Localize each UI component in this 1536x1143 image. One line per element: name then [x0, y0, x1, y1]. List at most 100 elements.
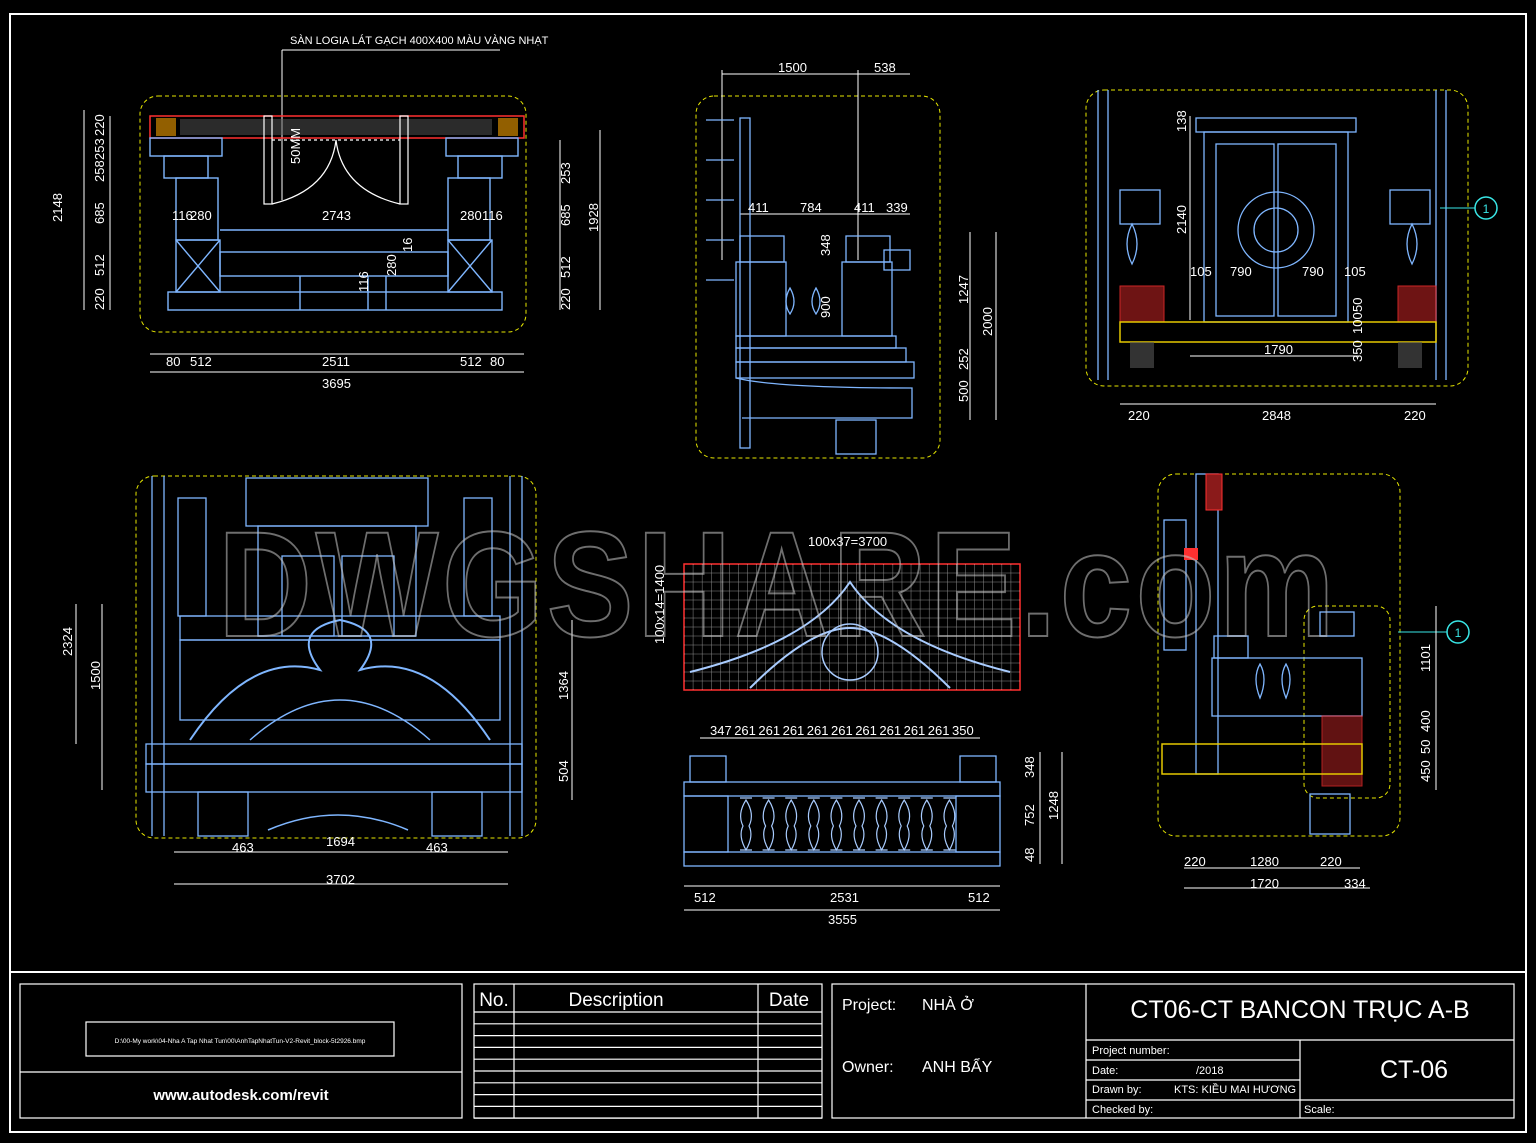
dim-top-538: 538 [874, 60, 896, 75]
dim-top-row: 261 [904, 723, 926, 738]
dim-inner-900: 900 [818, 296, 833, 318]
dim-left-2: 253 [92, 138, 107, 160]
view-7-side-section: 1 1101 400 50 450 220 1280 220 1720 334 [1157, 473, 1470, 891]
baluster [762, 797, 775, 852]
dim-right-400: 400 [1418, 710, 1433, 732]
dim-right-2000: 2000 [980, 307, 995, 336]
owner-label: Owner: [842, 1059, 894, 1076]
dim-bottom-512: 512 [694, 890, 716, 905]
dim-top-row: 261 [879, 723, 901, 738]
view-4-balcony-front-elevation: 2324 1500 1364 504 463 1694 463 3702 [60, 475, 573, 887]
dim-right-4: 220 [558, 288, 573, 310]
dim-bottom-2: 512 [190, 354, 212, 369]
dim-bottom-total: 3695 [322, 376, 351, 391]
dim-right-2: 685 [558, 204, 573, 226]
baluster [740, 797, 752, 852]
dim-top-row: 347 [710, 723, 732, 738]
section-marker-1: 1 [1483, 202, 1490, 216]
drawn-by-value: KTS: KIỀU MAI HƯƠNG [1174, 1083, 1296, 1096]
dim-mid-339: 339 [886, 200, 908, 215]
dim-right-348: 348 [1022, 756, 1037, 778]
dim-bottom-220-b: 220 [1404, 408, 1426, 423]
dim-top-row: 261 [807, 723, 829, 738]
section-marker-1-b: 1 [1455, 626, 1462, 640]
dim-top-row: 261 [734, 723, 756, 738]
dim-inner-280-b: 280 [460, 208, 482, 223]
dim-right-total: 1928 [586, 203, 601, 232]
dim-top-row: 261 [758, 723, 780, 738]
dim-top-row: 261 [855, 723, 877, 738]
dim-left-5: 685 [92, 202, 107, 224]
dim-top-row: 261 [783, 723, 805, 738]
baluster [830, 797, 843, 852]
grid-width-label: 100x37=3700 [808, 534, 887, 549]
dim-1790: 1790 [1264, 342, 1293, 357]
dim-top-row: 350 [952, 723, 974, 738]
dim-mid-784: 784 [800, 200, 822, 215]
dim-right-50: 50 [1418, 740, 1433, 754]
dim-bottom-220-b: 220 [1320, 854, 1342, 869]
baluster [875, 797, 888, 852]
dim-790-b: 790 [1302, 264, 1324, 279]
dim-left-3: 258 [92, 160, 107, 182]
file-path-label: D:\00-My work\04-Nha A Tap Nhat Tun\00\A… [115, 1038, 366, 1045]
dim-bottom-334: 334 [1344, 876, 1366, 891]
dim-790: 790 [1230, 264, 1252, 279]
dim-right-252: 252 [956, 348, 971, 370]
dim-bottom-3702: 3702 [326, 872, 355, 887]
dim-inner-116-c: 116 [356, 271, 371, 292]
sheet-border [9, 13, 1527, 1133]
baluster [853, 797, 865, 852]
dim-bottom-1720: 1720 [1250, 876, 1279, 891]
dim-top-row: 261 [928, 723, 950, 738]
scale-label: Scale: [1304, 1104, 1335, 1116]
rev-header-no: No. [479, 990, 509, 1011]
dim-bottom-220: 220 [1184, 854, 1206, 869]
dim-left-total: 2148 [50, 193, 65, 222]
dim-bottom-5: 80 [490, 354, 504, 369]
dim-right-500: 500 [956, 380, 971, 402]
dim-100: 100 [1350, 312, 1365, 334]
view-1-balcony-plan: SÀN LOGIA LÁT GẠCH 400X400 MÀU VÀNG NHẠT [50, 34, 601, 391]
dim-right-3: 512 [558, 256, 573, 278]
dim-top-1500: 1500 [778, 60, 807, 75]
dim-inner-2743: 2743 [322, 208, 351, 223]
dim-bottom-220: 220 [1128, 408, 1150, 423]
dim-bottom-3555: 3555 [828, 912, 857, 927]
rev-header-date: Date [769, 990, 809, 1011]
dim-bottom-1694: 1694 [326, 834, 355, 849]
dim-bottom-463-b: 463 [426, 840, 448, 855]
dim-mid-411: 411 [748, 200, 769, 215]
dim-right-1248: 1248 [1046, 791, 1061, 820]
dim-right-752: 752 [1022, 804, 1037, 826]
dim-inner-116: 116 [172, 208, 193, 223]
dim-inner-280: 280 [190, 208, 212, 223]
checked-by-label: Checked by: [1092, 1104, 1153, 1116]
dim-50: 50 [1350, 298, 1365, 312]
dim-right-1364: 1364 [556, 671, 571, 700]
autodesk-website-link[interactable]: www.autodesk.com/revit [152, 1087, 328, 1104]
drawn-by-label: Drawn by: [1092, 1084, 1142, 1096]
dim-top-row: 261 [831, 723, 853, 738]
dim-inner-116-b: 116 [482, 208, 503, 223]
dim-138: 138 [1174, 110, 1189, 132]
dim-right-450: 450 [1418, 760, 1433, 782]
dim-2140: 2140 [1174, 205, 1189, 234]
dim-right-48: 48 [1022, 848, 1037, 862]
dim-left-7: 220 [92, 288, 107, 310]
view-3-door-elevation: 1 138 2140 105 790 790 105 1790 350 100 … [1085, 89, 1498, 423]
dim-left-2324: 2324 [60, 627, 75, 656]
date-value: /2018 [1196, 1065, 1224, 1077]
dim-bottom-463: 463 [232, 840, 254, 855]
owner-value: ANH BẨY [922, 1057, 993, 1076]
view-2-balustrade-section: 1500 538 411 784 411 339 348 900 1247 20… [695, 60, 997, 459]
project-label: Project: [842, 997, 896, 1014]
baluster [943, 797, 956, 852]
date-label: Date: [1092, 1065, 1118, 1077]
dim-inner-16: 16 [400, 238, 415, 252]
dim-bottom-512-b: 512 [968, 890, 990, 905]
dim-bottom-3: 2511 [322, 354, 350, 369]
dim-inner-348: 348 [818, 234, 833, 256]
